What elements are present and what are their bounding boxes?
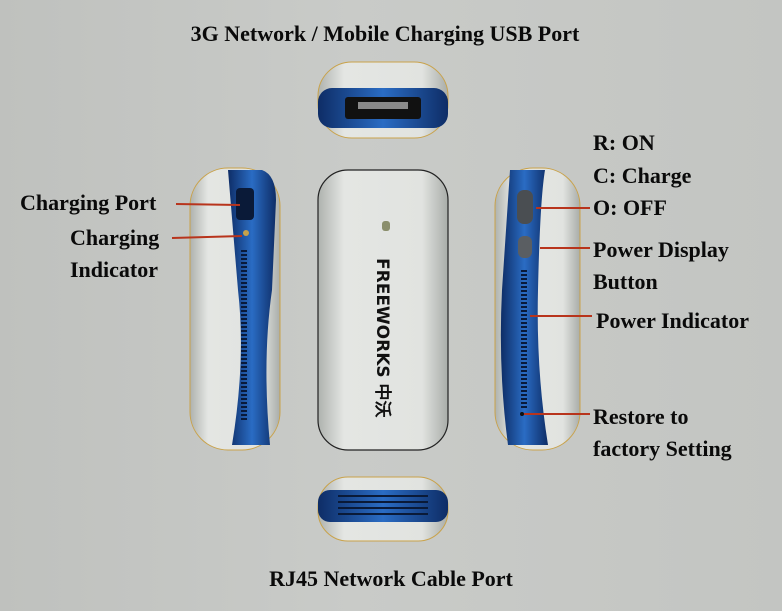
device-top-view: [317, 61, 449, 139]
device-left-side: [189, 167, 281, 451]
mode-switch: [517, 190, 533, 224]
device-bottom-view: [317, 476, 449, 542]
device-right-side: [494, 167, 581, 451]
power-display-label-1: Power Display: [593, 237, 729, 262]
switch-charge-label: C: Charge: [593, 163, 692, 188]
power-display-button: [518, 236, 532, 258]
charging-port-label: Charging Port: [20, 190, 157, 215]
device-front: FREEWORKS 中沃: [317, 169, 449, 451]
restore-hole: [520, 412, 524, 416]
switch-off-label: O: OFF: [593, 195, 667, 220]
power-indicator-label: Power Indicator: [596, 308, 749, 333]
leader-lines: [171, 203, 592, 415]
power-display-label-2: Button: [593, 269, 658, 294]
restore-label-2: factory Setting: [593, 436, 732, 461]
restore-label-1: Restore to: [593, 404, 689, 429]
status-led: [382, 221, 390, 231]
charging-port: [236, 188, 254, 220]
charging-indicator-label-1: Charging: [70, 225, 160, 250]
usb-port-label: 3G Network / Mobile Charging USB Port: [190, 21, 580, 46]
device-logo: FREEWORKS 中沃: [372, 258, 393, 418]
charging-indicator-led: [243, 230, 249, 236]
rj45-port-label: RJ45 Network Cable Port: [269, 566, 513, 591]
charging-indicator-label-2: Indicator: [70, 257, 158, 282]
switch-on-label: R: ON: [593, 130, 655, 155]
